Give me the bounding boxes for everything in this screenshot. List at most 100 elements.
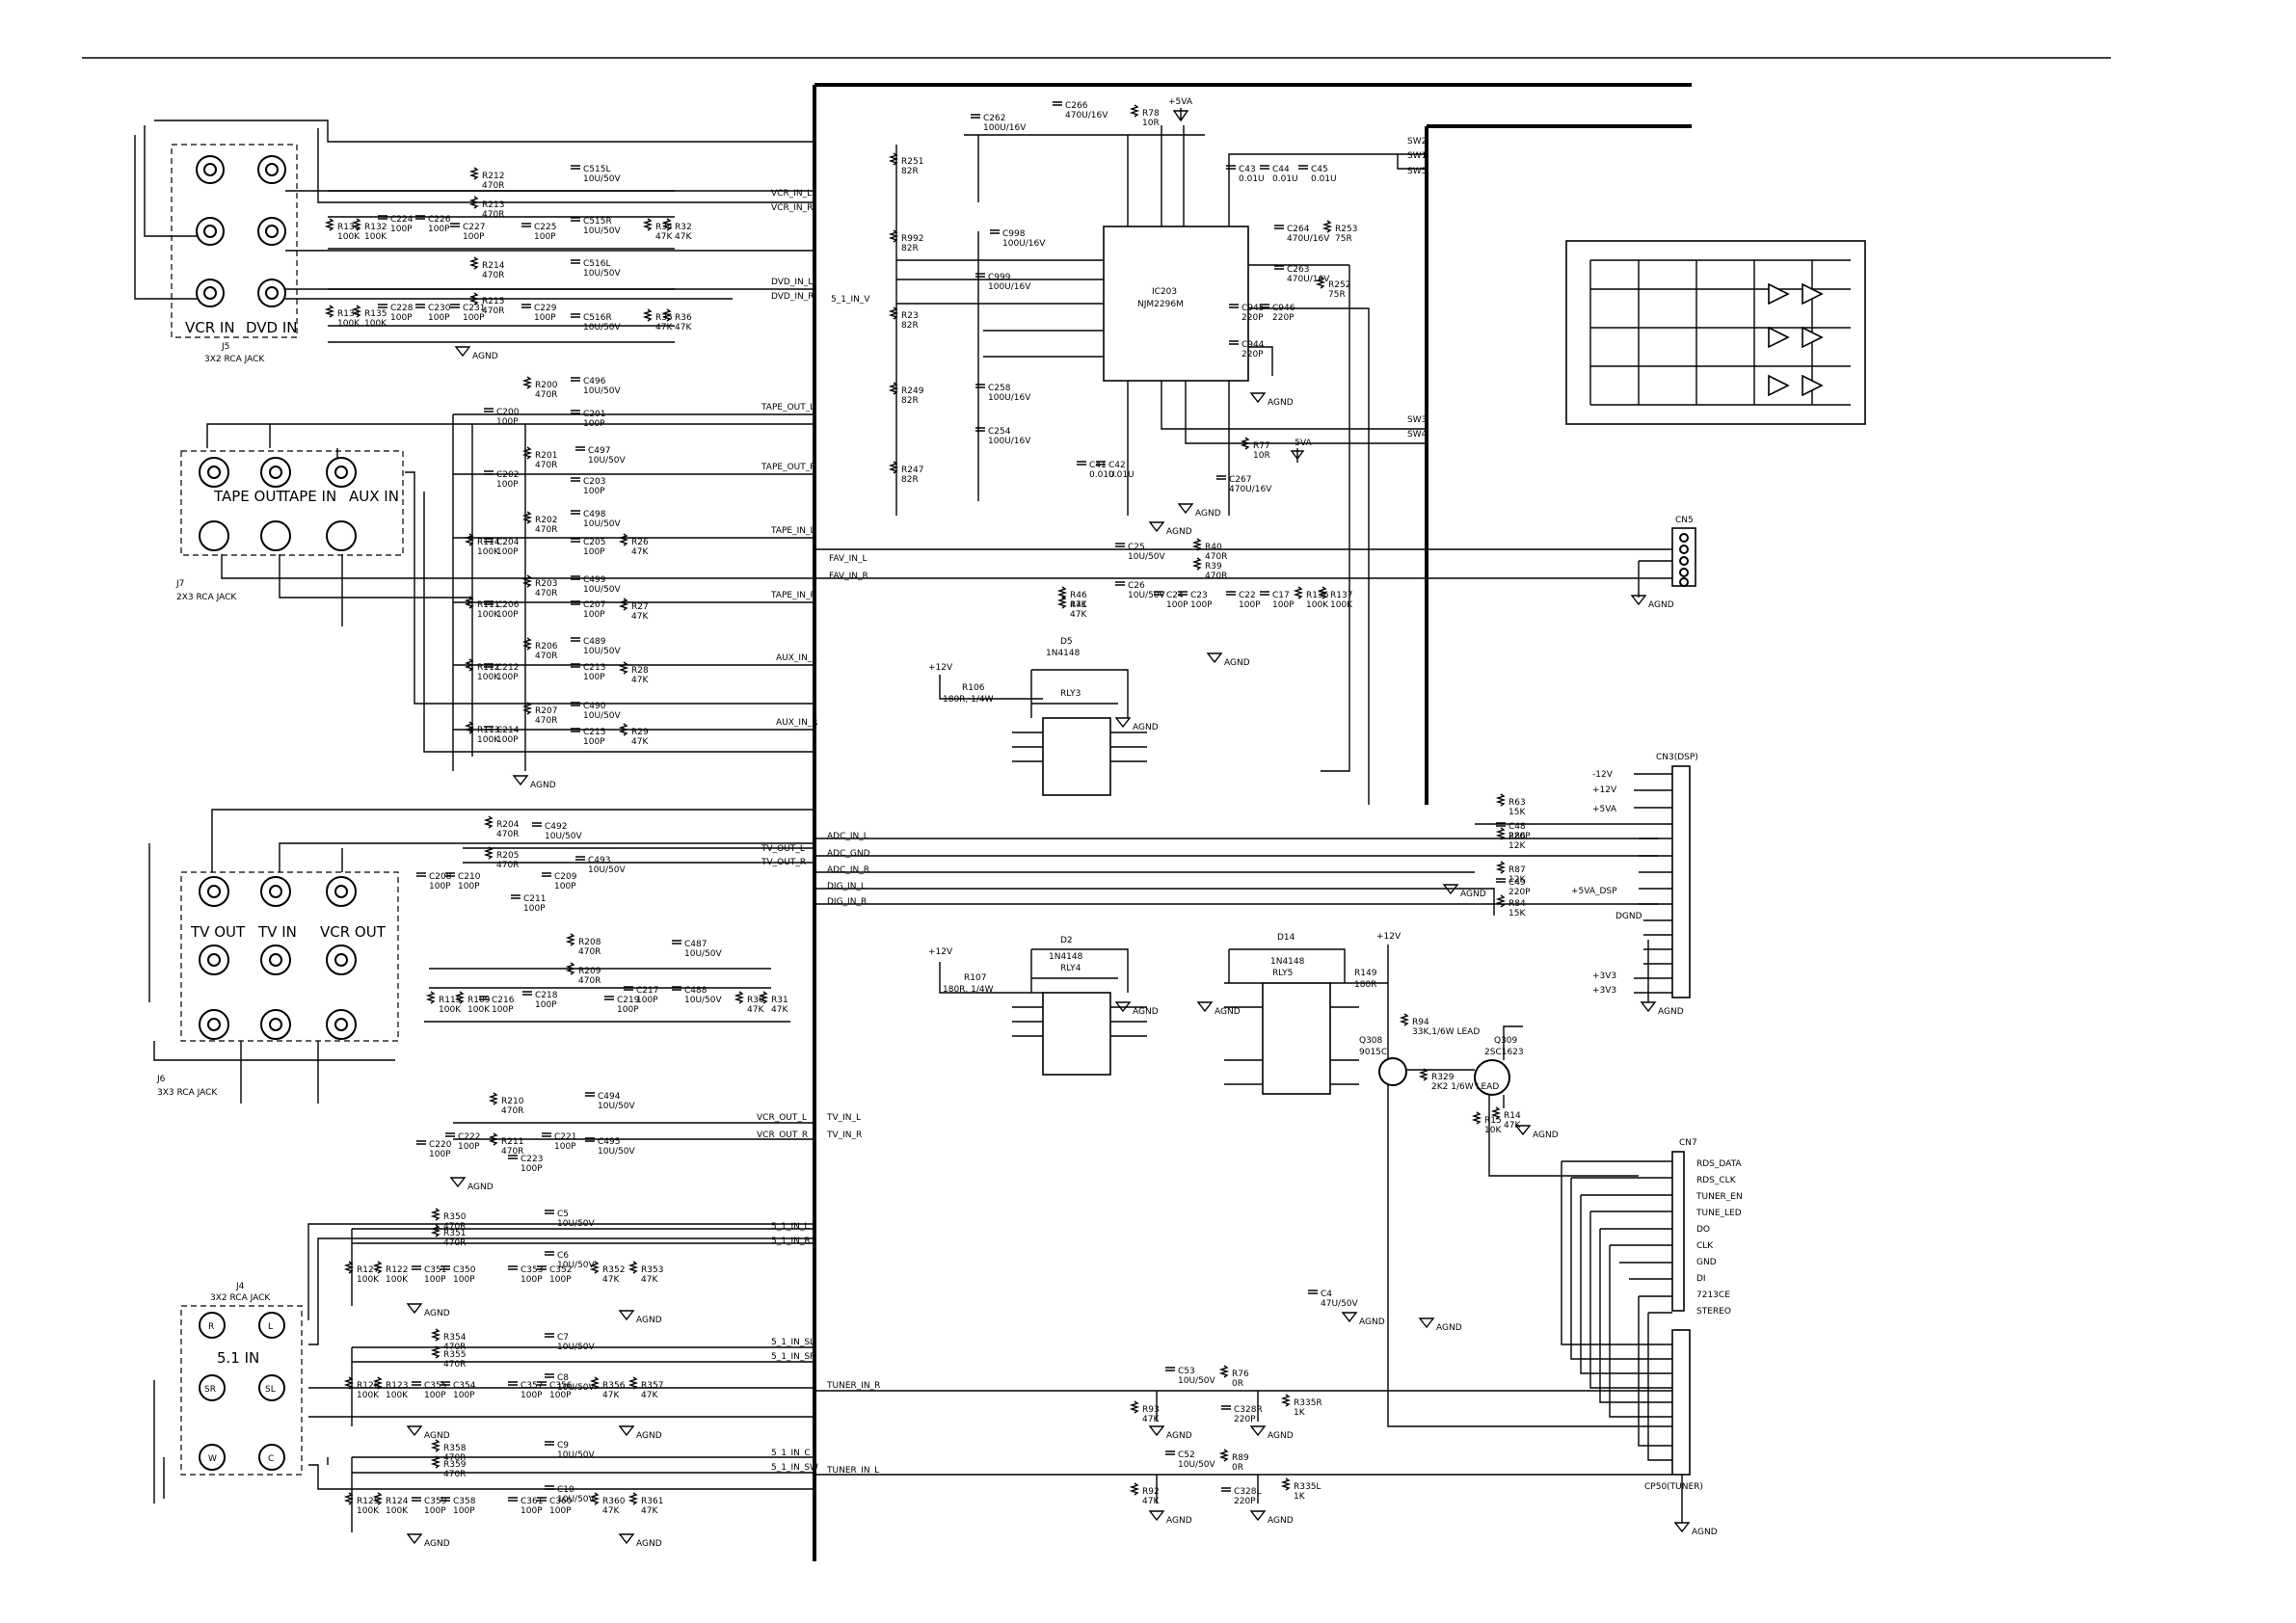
component-ref: R77 <box>1253 441 1270 451</box>
resistor-symbol <box>888 382 899 395</box>
component-value: 470R <box>496 861 519 870</box>
component-value: 10R <box>1253 451 1270 461</box>
component-value: 100P <box>583 737 605 747</box>
resistor-symbol <box>1191 557 1203 571</box>
component-value: 100P <box>496 610 519 620</box>
net-5-1-in-v: 5_1_IN_V <box>831 295 870 305</box>
component-ref: C43 <box>1239 165 1256 174</box>
component-value: 100P <box>424 1391 446 1400</box>
component-value: 10U/50V <box>1128 591 1166 600</box>
resistor-symbol <box>661 308 673 322</box>
capacitor-symbol <box>1115 543 1125 547</box>
resistor-symbol <box>1293 586 1304 599</box>
capacitor-symbol <box>571 575 580 580</box>
component-ref: R209 <box>578 967 601 976</box>
resistor-symbol <box>888 152 899 166</box>
j5-type: 3X2 RCA JACK <box>204 355 265 364</box>
component-value: 470R <box>482 181 504 191</box>
j4-sl: SL <box>265 1385 276 1395</box>
resistor-symbol <box>468 292 480 306</box>
component-ref: R125 <box>357 1497 379 1506</box>
component-value: 100P <box>554 882 576 891</box>
ground-label: AGND <box>1648 600 1674 610</box>
component-value: 0.01U <box>1089 470 1115 480</box>
component-value: 82R <box>901 167 919 176</box>
component-ref: R27 <box>631 602 649 612</box>
cn7-pin-5: DO <box>1696 1225 1710 1235</box>
block-diagram-inset <box>1565 240 1866 425</box>
resistor-symbol <box>521 511 533 524</box>
component-ref: R63 <box>1508 798 1526 808</box>
net-adc-in-r: ADC_IN_R <box>827 865 869 875</box>
component-value: 470U/16V <box>1065 111 1108 120</box>
component-value: 47K <box>747 1005 764 1015</box>
component-ref: C499 <box>583 575 606 585</box>
capacitor-symbol <box>571 702 580 706</box>
component-ref: R14 <box>1504 1111 1521 1121</box>
component-ref: C230 <box>428 304 451 313</box>
component-ref: R247 <box>901 466 923 475</box>
resistor-symbol <box>627 1376 639 1390</box>
component-value: 10U/50V <box>583 647 622 656</box>
component-ref: C208 <box>429 872 452 882</box>
net-fav-in-r: FAV_IN_R <box>829 572 868 581</box>
cn7-pin-8: DI <box>1696 1274 1706 1284</box>
component-value: 100P <box>1190 600 1213 610</box>
net-5-1-in-c: 5_1_IN_C <box>771 1449 811 1458</box>
resistor-symbol <box>642 218 654 231</box>
component-ref: C213 <box>583 663 605 673</box>
component-ref: R40 <box>1205 543 1222 552</box>
ground-label: AGND <box>424 1309 450 1318</box>
resistor-symbol <box>589 1376 601 1390</box>
resistor-symbol <box>1280 1394 1292 1407</box>
resistor-symbol <box>1218 1449 1230 1462</box>
component-value: 47K <box>631 676 649 685</box>
component-ref: C205 <box>583 538 605 547</box>
capacitor-symbol <box>672 986 681 991</box>
component-value: 100U/16V <box>988 282 1031 292</box>
ground-label: AGND <box>1268 1431 1294 1441</box>
capacitor-symbol <box>1308 1290 1318 1294</box>
capacitor-symbol <box>1165 1367 1175 1371</box>
capacitor-symbol <box>1496 878 1506 883</box>
component-ref: C353 <box>521 1265 543 1275</box>
capacitor-symbol <box>532 822 542 827</box>
j6-filter-rows <box>424 838 1658 1140</box>
capacitor-symbol <box>545 1485 554 1490</box>
component-value: 470U/16V <box>1287 234 1330 244</box>
component-value: 220P <box>1272 313 1295 323</box>
component-ref: R15 <box>1484 1116 1502 1126</box>
component-value: 100K <box>477 673 500 682</box>
capacitor-symbol <box>1221 1487 1231 1492</box>
component-value: 100P <box>463 313 485 323</box>
component-value: 220P <box>1508 832 1531 841</box>
component-ref: R251 <box>901 157 923 167</box>
component-value: 47K <box>1504 1121 1521 1131</box>
component-ref: R133 <box>337 223 360 232</box>
capacitor-symbol <box>508 1265 518 1270</box>
component-value: 470R <box>1205 572 1227 581</box>
resistor-symbol <box>351 218 362 231</box>
j4-l: L <box>268 1322 273 1332</box>
rly5-diode: D14 <box>1277 933 1295 943</box>
component-value: 0.01U <box>1311 174 1337 184</box>
component-ref: C231 <box>463 304 485 313</box>
component-value: 100K <box>337 319 360 329</box>
component-ref: R135 <box>364 309 387 319</box>
component-ref: R335R <box>1294 1398 1322 1408</box>
component-ref: C494 <box>598 1092 621 1102</box>
component-value: 100P <box>549 1275 572 1285</box>
component-ref: R212 <box>482 172 504 181</box>
component-value: 10U/50V <box>1178 1460 1216 1470</box>
ground-label: AGND <box>1533 1131 1559 1140</box>
component-value: 470R <box>578 947 601 957</box>
resistor-symbol <box>464 533 475 546</box>
resistor-symbol <box>1315 276 1326 289</box>
resistor-symbol <box>343 1376 355 1390</box>
capacitor-symbol <box>571 313 580 318</box>
component-value: 12K <box>1508 841 1526 851</box>
component-ref: C229 <box>534 304 557 313</box>
capacitor-symbol <box>1298 165 1308 170</box>
component-value: 10U/50V <box>583 386 622 396</box>
